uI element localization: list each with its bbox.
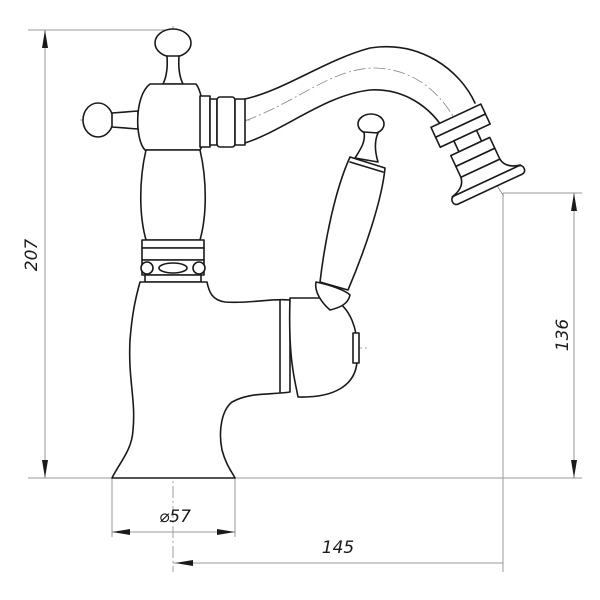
cross-handle	[82, 28, 246, 283]
dimension-label-207: 207	[22, 239, 42, 272]
dimension-label-57: ⌀57	[159, 507, 191, 527]
dimension-label-136: 136	[553, 319, 573, 352]
dimension-136: 136	[502, 192, 582, 572]
faucet-body	[111, 281, 360, 479]
lever-handle	[314, 113, 386, 311]
dimension-label-145: 145	[322, 538, 354, 558]
dimension-57: ⌀57	[111, 478, 236, 537]
spout	[244, 45, 526, 206]
dimension-207: 207	[22, 29, 165, 478]
dimension-145: 145	[173, 538, 503, 566]
